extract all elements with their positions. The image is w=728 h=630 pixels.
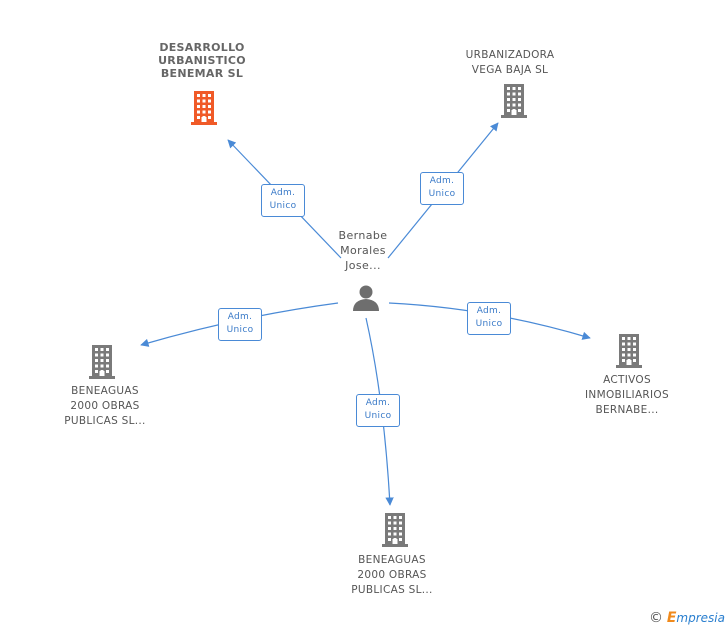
company-label-line: URBANISTICO bbox=[158, 54, 246, 67]
company-label-line: URBANIZADORA bbox=[465, 49, 555, 61]
building-icon[interactable] bbox=[616, 334, 642, 368]
role-badge-line: Adm. bbox=[270, 188, 296, 198]
person-icon[interactable] bbox=[353, 285, 379, 312]
role-badge-line: Unico bbox=[475, 319, 503, 329]
role-badge-line: Adm. bbox=[476, 306, 502, 316]
company-label-line: BENEAGUAS bbox=[71, 385, 139, 397]
company-label-activos[interactable]: ACTIVOS INMOBILIARIOS BERNABE... bbox=[567, 373, 687, 418]
role-badge-beneaguas-bottom: Adm. Unico bbox=[356, 394, 400, 427]
company-label-line: BENEMAR SL bbox=[160, 67, 244, 80]
role-badge-line: Unico bbox=[364, 411, 392, 421]
icons-layer bbox=[89, 84, 642, 547]
company-label-beneaguas-left[interactable]: BENEAGUAS 2000 OBRAS PUBLICAS SL... bbox=[45, 384, 165, 429]
brand-initial: E bbox=[666, 610, 677, 626]
copyright-symbol: © bbox=[649, 610, 663, 626]
empresia-logo[interactable]: © Empresia bbox=[649, 610, 725, 626]
role-badge-desarrollo: Adm. Unico bbox=[261, 184, 305, 217]
role-badge-line: Adm. bbox=[227, 312, 253, 322]
role-badge-line: Unico bbox=[269, 201, 297, 211]
building-icon[interactable] bbox=[89, 345, 115, 379]
building-icon[interactable] bbox=[191, 91, 217, 125]
company-label-line: VEGA BAJA SL bbox=[471, 64, 549, 76]
company-label-line: DESARROLLO bbox=[159, 41, 245, 54]
person-name-line: Bernabe bbox=[338, 229, 388, 242]
company-label-line: BENEAGUAS bbox=[358, 554, 426, 566]
brand-name: mpresia bbox=[676, 611, 725, 625]
company-label-line: PUBLICAS SL... bbox=[351, 584, 433, 596]
building-icon[interactable] bbox=[382, 513, 408, 547]
company-label-beneaguas-bottom[interactable]: BENEAGUAS 2000 OBRAS PUBLICAS SL... bbox=[332, 553, 452, 598]
company-label-line: ACTIVOS bbox=[603, 374, 651, 386]
role-badge-line: Adm. bbox=[429, 176, 455, 186]
company-label-line: INMOBILIARIOS bbox=[585, 389, 669, 401]
company-label-line: PUBLICAS SL... bbox=[64, 415, 146, 427]
company-label-desarrollo[interactable]: DESARROLLO URBANISTICO BENEMAR SL bbox=[142, 41, 262, 80]
building-icon[interactable] bbox=[501, 84, 527, 118]
company-label-line: 2000 OBRAS bbox=[357, 569, 427, 581]
role-badge-urbanizadora: Adm. Unico bbox=[420, 172, 464, 205]
person-name-line: Jose... bbox=[345, 259, 381, 272]
role-badge-activos: Adm. Unico bbox=[467, 302, 511, 335]
edges-layer bbox=[140, 122, 591, 506]
company-label-line: BERNABE... bbox=[595, 404, 659, 416]
role-badge-line: Unico bbox=[226, 325, 254, 335]
role-badge-beneaguas-left: Adm. Unico bbox=[218, 308, 262, 341]
person-name-line: Morales bbox=[340, 244, 386, 257]
role-badge-line: Adm. bbox=[365, 398, 391, 408]
person-name[interactable]: Bernabe Morales Jose... bbox=[318, 228, 408, 273]
company-label-line: 2000 OBRAS bbox=[70, 400, 140, 412]
company-label-urbanizadora[interactable]: URBANIZADORA VEGA BAJA SL bbox=[450, 48, 570, 78]
role-badge-line: Unico bbox=[428, 189, 456, 199]
